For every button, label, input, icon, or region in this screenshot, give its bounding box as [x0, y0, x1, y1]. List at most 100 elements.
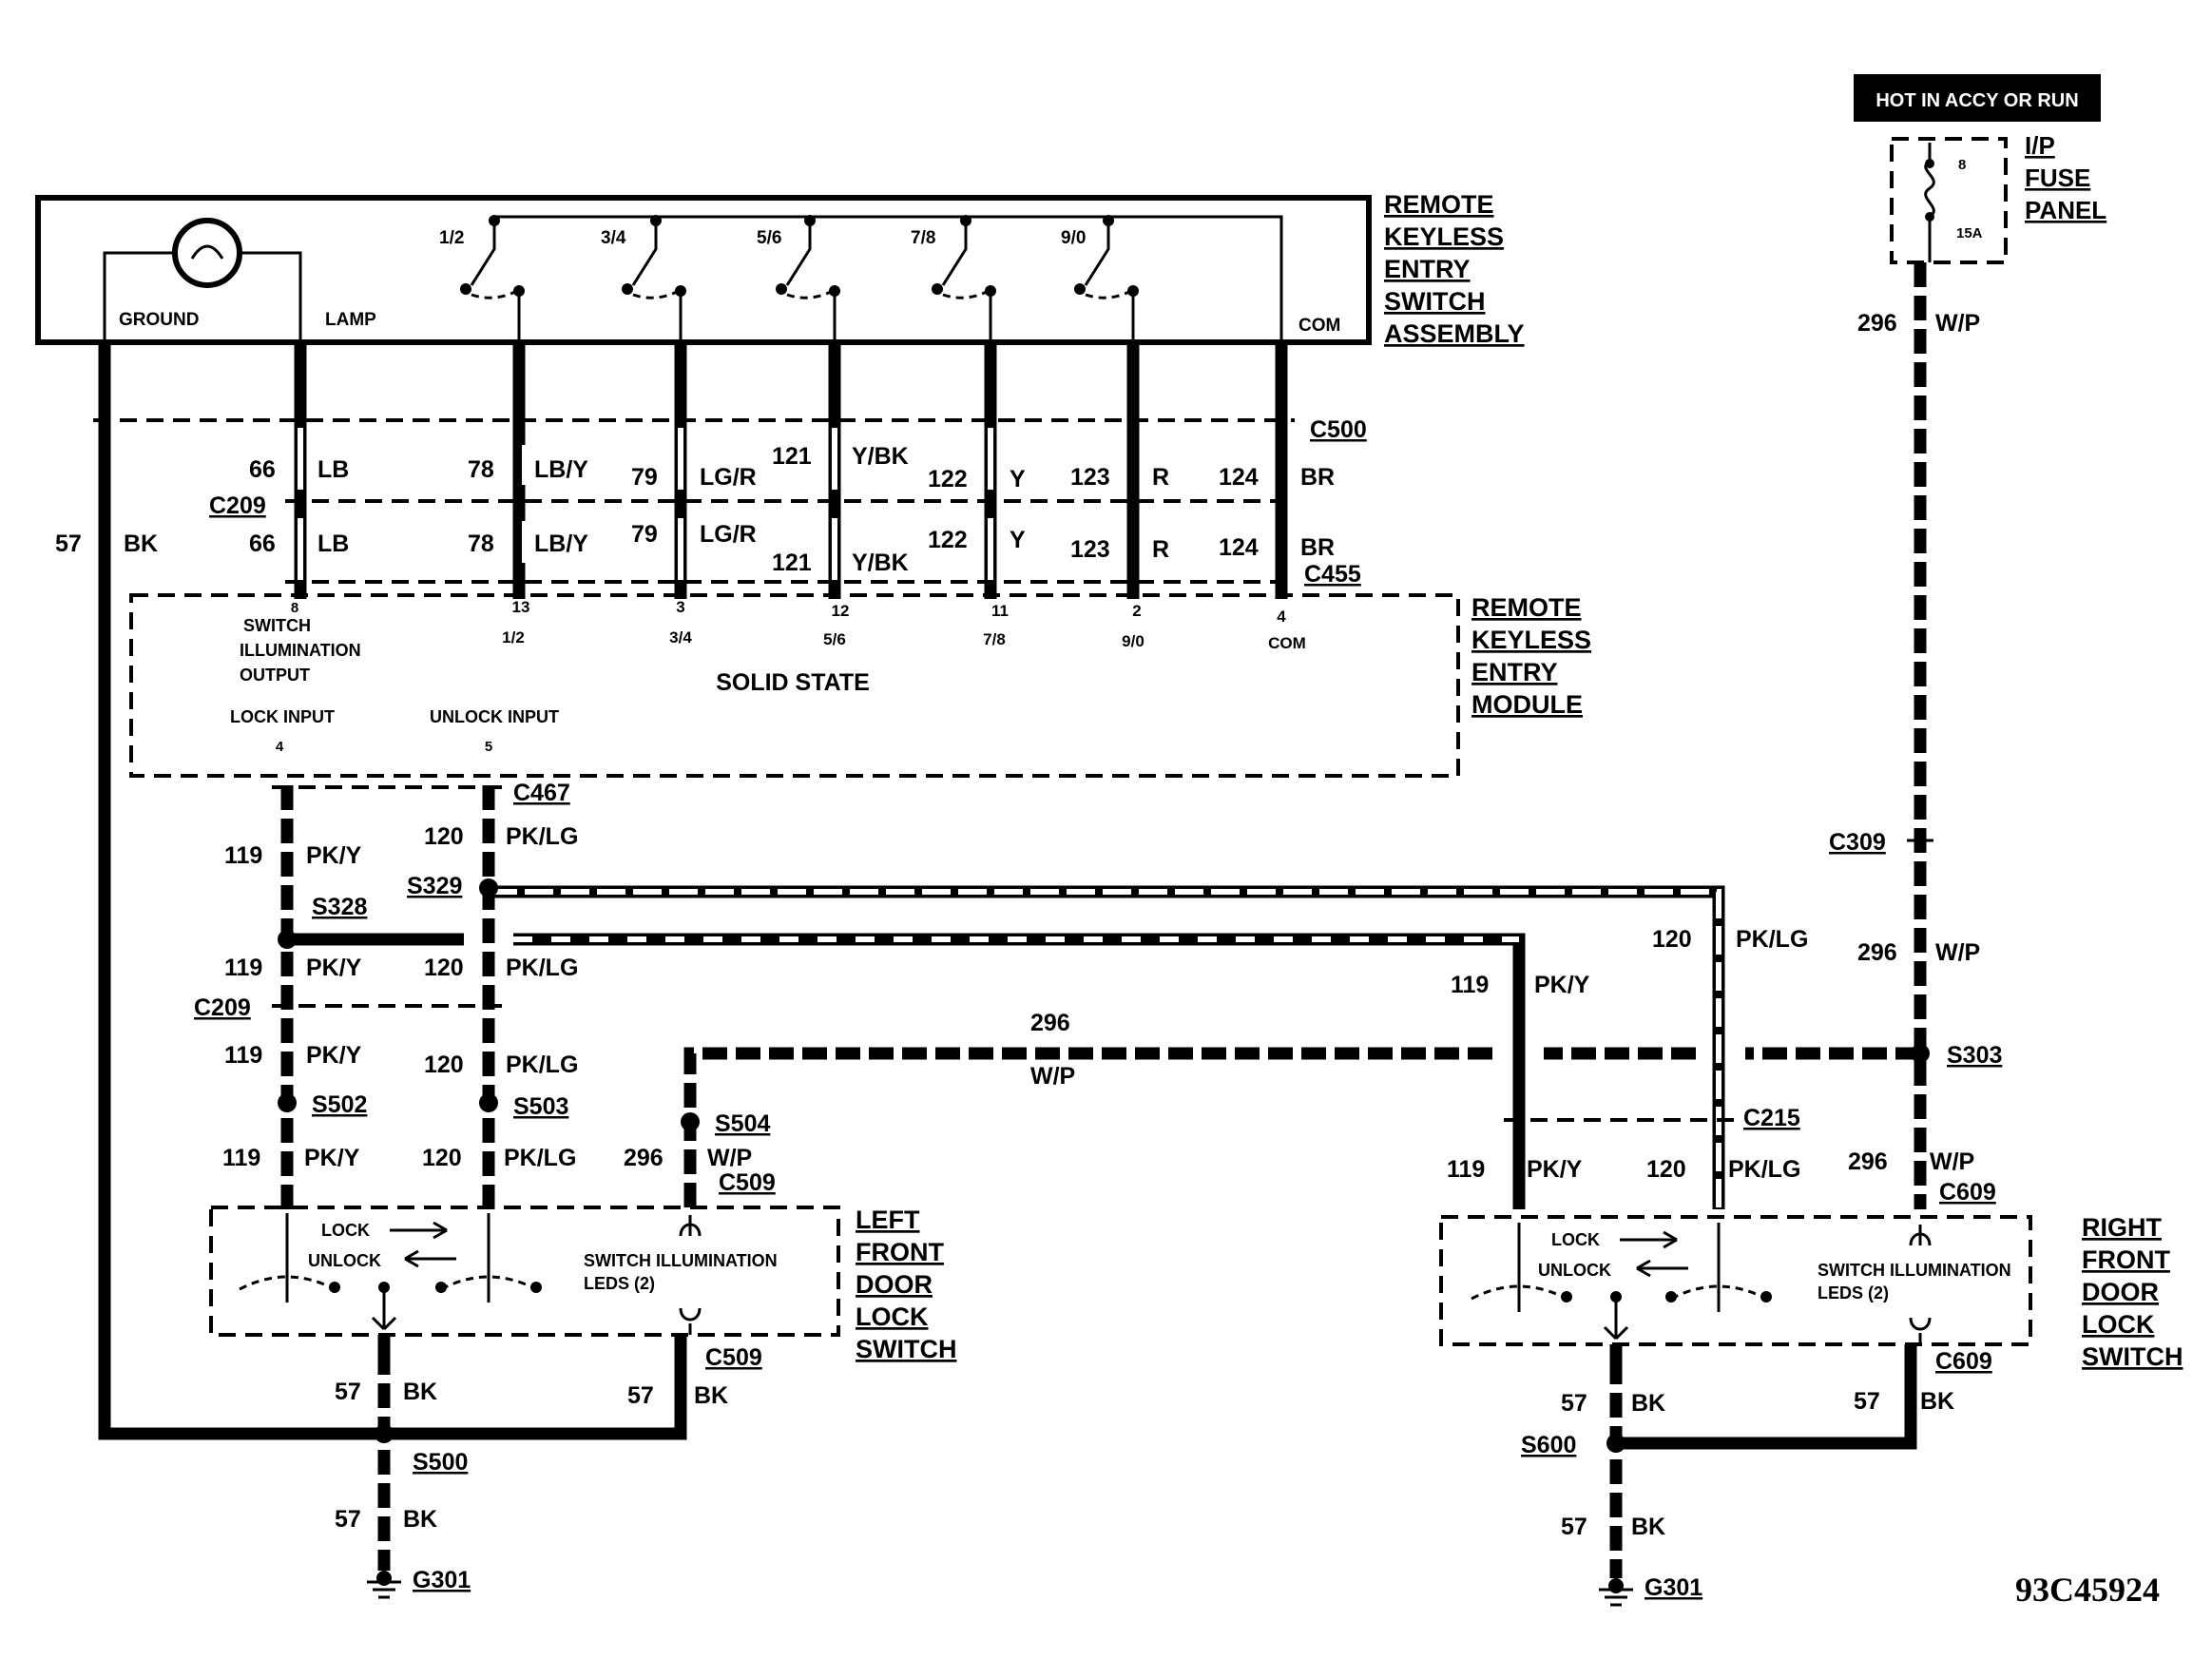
svg-text:LG/R: LG/R — [700, 521, 757, 548]
svg-text:S500: S500 — [413, 1449, 468, 1476]
splice-s329 — [479, 878, 498, 897]
svg-text:3/4: 3/4 — [669, 628, 692, 647]
button-label-7-8: 7/8 — [911, 228, 935, 248]
svg-text:7/8: 7/8 — [983, 630, 1006, 648]
splice-s503 — [479, 1093, 498, 1112]
svg-text:S328: S328 — [312, 894, 367, 920]
module-illum-2: ILLUMINATION — [240, 641, 361, 660]
svg-text:PK/LG: PK/LG — [1736, 926, 1808, 953]
module-title-3: ENTRY — [1471, 658, 1558, 686]
module-lock-input: LOCK INPUT — [230, 707, 335, 726]
svg-text:COM: COM — [1268, 634, 1306, 652]
svg-text:12: 12 — [832, 602, 850, 620]
svg-text:5/6: 5/6 — [823, 630, 846, 648]
svg-text:296: 296 — [1857, 939, 1897, 966]
svg-text:C467: C467 — [513, 780, 570, 806]
ground-wire-num-top: 57 — [55, 531, 82, 557]
svg-text:66: 66 — [249, 531, 276, 557]
svg-text:C609: C609 — [1939, 1179, 1996, 1206]
ground-label: GROUND — [119, 310, 199, 330]
svg-text:79: 79 — [631, 521, 658, 548]
button-5-6: 5/6 — [757, 215, 840, 342]
ground-g301-left: G301 — [413, 1567, 471, 1593]
module-title-4: MODULE — [1471, 690, 1583, 719]
svg-text:LB/Y: LB/Y — [534, 456, 588, 483]
svg-text:UNLOCK: UNLOCK — [1538, 1261, 1611, 1280]
switch-assembly-title-2: KEYLESS — [1384, 222, 1504, 251]
label-c455: C455 — [1304, 561, 1361, 588]
svg-text:S329: S329 — [407, 873, 462, 899]
svg-text:120: 120 — [1652, 926, 1692, 953]
svg-text:PK/Y: PK/Y — [304, 1145, 360, 1171]
svg-text:Y/BK: Y/BK — [852, 550, 909, 576]
svg-text:PK/Y: PK/Y — [306, 955, 362, 981]
fuse-panel-title-3: PANEL — [2025, 196, 2106, 224]
button-3-4: 3/4 — [601, 215, 686, 342]
svg-text:4: 4 — [276, 739, 284, 755]
svg-text:120: 120 — [424, 823, 464, 850]
svg-text:BK: BK — [403, 1379, 437, 1405]
right-switch-title-3: DOOR — [2082, 1278, 2159, 1306]
svg-text:122: 122 — [928, 466, 968, 492]
svg-text:66: 66 — [249, 456, 276, 483]
svg-text:SWITCH ILLUMINATION: SWITCH ILLUMINATION — [584, 1251, 778, 1270]
svg-text:PK/LG: PK/LG — [504, 1145, 576, 1171]
svg-text:78: 78 — [468, 531, 494, 557]
button-label-9-0: 9/0 — [1061, 228, 1086, 248]
figure-id: 93C45924 — [2015, 1571, 2160, 1609]
left-switch-title-4: LOCK — [856, 1303, 929, 1331]
svg-text:122: 122 — [928, 527, 968, 553]
svg-text:BK: BK — [403, 1506, 437, 1533]
svg-text:S502: S502 — [312, 1091, 367, 1118]
svg-text:BK: BK — [694, 1382, 728, 1409]
svg-text:4: 4 — [1277, 608, 1286, 626]
splice-s303 — [1911, 1044, 1930, 1063]
svg-text:C209: C209 — [194, 994, 251, 1021]
svg-text:119: 119 — [1451, 972, 1489, 998]
svg-text:1/2: 1/2 — [502, 628, 525, 647]
ground-wire-color-top: BK — [124, 531, 158, 557]
svg-text:LOCK: LOCK — [1551, 1230, 1600, 1249]
svg-text:LEDS (2): LEDS (2) — [1818, 1283, 1889, 1303]
led-icon — [1909, 1225, 1932, 1246]
svg-text:PK/Y: PK/Y — [1527, 1156, 1583, 1183]
led-icon — [679, 1215, 702, 1237]
svg-text:UNLOCK: UNLOCK — [308, 1251, 381, 1270]
svg-text:PK/LG: PK/LG — [506, 823, 578, 850]
svg-text:S504: S504 — [715, 1110, 770, 1137]
svg-text:LOCK: LOCK — [321, 1221, 370, 1240]
svg-text:LB: LB — [317, 456, 349, 483]
fuse-icon — [1924, 143, 1935, 262]
svg-text:124: 124 — [1219, 464, 1259, 491]
svg-text:Y/BK: Y/BK — [852, 443, 909, 470]
button-1-2: 1/2 — [439, 215, 525, 342]
svg-text:C309: C309 — [1829, 829, 1886, 856]
splice-s600 — [1606, 1434, 1625, 1453]
svg-text:LB/Y: LB/Y — [534, 531, 588, 557]
svg-text:PK/Y: PK/Y — [306, 1042, 362, 1069]
fuse-panel-title-1: I/P — [2025, 131, 2055, 160]
right-door-lock-switch: LOCK UNLOCK SWITCH ILLUMINATION LEDS (2)… — [1439, 1213, 2183, 1375]
svg-text:PK/LG: PK/LG — [1728, 1156, 1800, 1183]
svg-text:124: 124 — [1219, 534, 1259, 561]
module-illum-3: OUTPUT — [240, 666, 310, 685]
svg-text:S303: S303 — [1947, 1042, 2002, 1069]
label-c500: C500 — [1310, 416, 1367, 443]
svg-text:LB: LB — [317, 531, 349, 557]
supply-label: HOT IN ACCY OR RUN — [1875, 90, 2078, 111]
svg-text:119: 119 — [224, 1042, 262, 1069]
left-switch-title-1: LEFT — [856, 1206, 920, 1234]
svg-text:57: 57 — [335, 1506, 361, 1533]
svg-text:5: 5 — [485, 739, 492, 755]
svg-text:120: 120 — [422, 1145, 462, 1171]
svg-text:121: 121 — [772, 550, 812, 576]
svg-text:C609: C609 — [1935, 1348, 1992, 1375]
svg-text:BR: BR — [1300, 464, 1335, 491]
svg-text:S600: S600 — [1521, 1432, 1576, 1458]
svg-text:R: R — [1152, 464, 1169, 491]
svg-text:SWITCH ILLUMINATION: SWITCH ILLUMINATION — [1818, 1261, 2011, 1280]
splice-s328 — [278, 930, 297, 949]
right-switch-title-1: RIGHT — [2082, 1213, 2163, 1242]
svg-text:PK/Y: PK/Y — [1534, 972, 1590, 998]
